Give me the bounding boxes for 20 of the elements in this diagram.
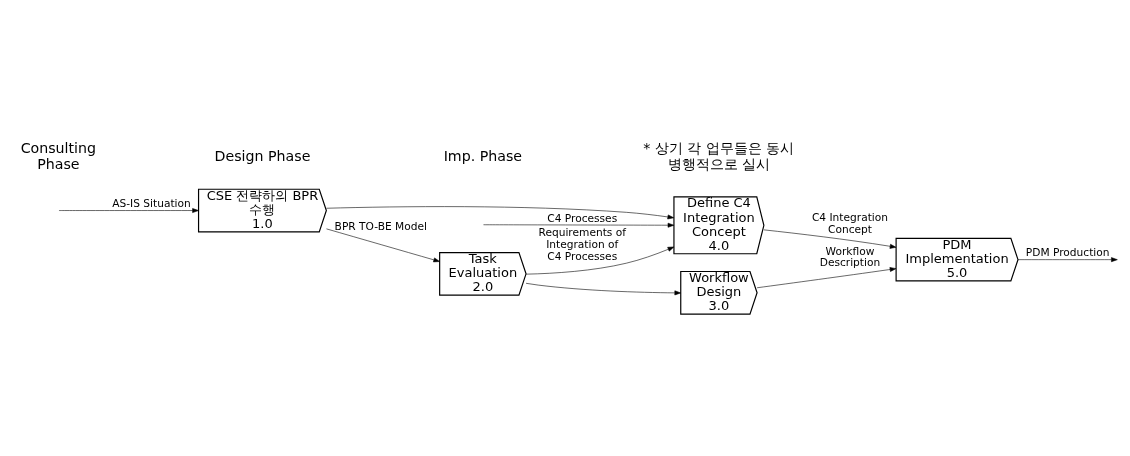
arrow [58, 208, 199, 213]
label: * 상기 각 업무들은 동시 병행적으로 실시 [643, 140, 795, 172]
edge-label: C4 Integration Concept [811, 210, 889, 236]
arrow [326, 228, 440, 263]
arrow [525, 246, 675, 275]
arrow [326, 206, 675, 220]
edge-label: BPR TO-BE Model [334, 219, 427, 233]
edge-label: Requirements of Integration of C4 Processes [538, 226, 626, 263]
edge-label: PDM Production [1025, 246, 1110, 260]
label: Imp. Phase [443, 147, 523, 164]
edge-label: Workflow Description [819, 244, 881, 270]
arrow [756, 267, 897, 289]
label: Design Phase [214, 147, 311, 164]
arrow [1017, 257, 1118, 262]
arrow [763, 229, 897, 249]
arrow [525, 283, 682, 296]
arrow [483, 222, 675, 228]
edge-label: AS-IS Situation [112, 197, 191, 211]
label: Consulting Phase [20, 140, 97, 172]
edge-label: C4 Processes [547, 212, 618, 226]
